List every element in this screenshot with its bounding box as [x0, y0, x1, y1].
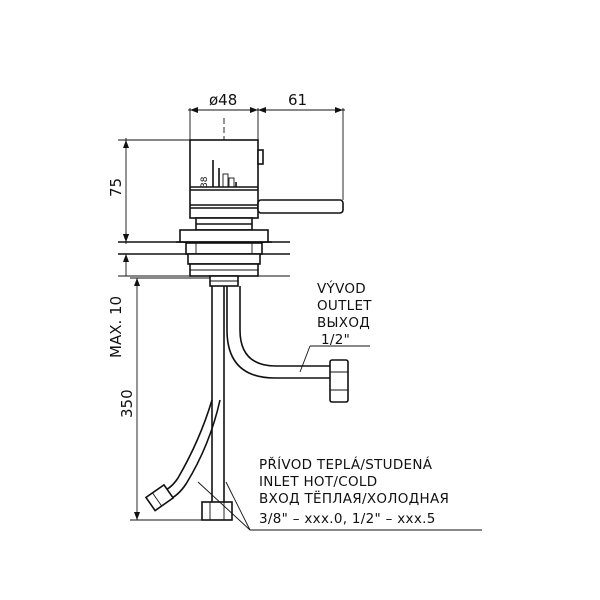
inlet-label-sizes: 3/8" – xxx.0, 1/2" – xxx.5	[259, 511, 436, 527]
mixer-body: 38	[176, 118, 344, 277]
dimension-height: 75	[107, 138, 190, 244]
inlet-hoses	[144, 286, 482, 531]
hose-length-label: 350	[118, 389, 136, 418]
dimension-projection: 61	[258, 91, 345, 200]
projection-label: 61	[288, 91, 307, 109]
lever-handle	[257, 199, 344, 214]
dimension-diameter: ø48	[188, 91, 262, 140]
inlet-label-en: INLET HOT/COLD	[259, 474, 377, 490]
outlet-label-ru: ВЫХОД	[317, 315, 370, 331]
inlet-label-ru: ВХОД ТЁПЛАЯ/ХОЛОДНАЯ	[259, 489, 449, 507]
dimension-hose-length: 350	[118, 277, 212, 521]
outlet-label-cz: VÝVOD	[317, 280, 366, 297]
outlet-label-en: OUTLET	[317, 298, 372, 314]
inlet-label-cz: PŘÍVOD TEPLÁ/STUDENÁ	[259, 456, 433, 473]
inlet-label: PŘÍVOD TEPLÁ/STUDENÁ INLET HOT/COLD ВХОД…	[259, 456, 449, 527]
temperature-scale-icon	[212, 160, 237, 188]
outlet-label: VÝVOD OUTLET ВЫХОД 1/2"	[317, 280, 372, 348]
outlet-label-size: 1/2"	[321, 332, 350, 348]
max-thickness-label: MAX. 10	[107, 296, 125, 358]
scale-mark-label: 38	[200, 176, 210, 188]
threaded-stem	[209, 275, 239, 287]
height-label: 75	[107, 178, 125, 197]
outlet-pipe	[226, 286, 370, 403]
dimension-max-thickness: MAX. 10	[107, 232, 290, 358]
diameter-label: ø48	[209, 91, 237, 109]
